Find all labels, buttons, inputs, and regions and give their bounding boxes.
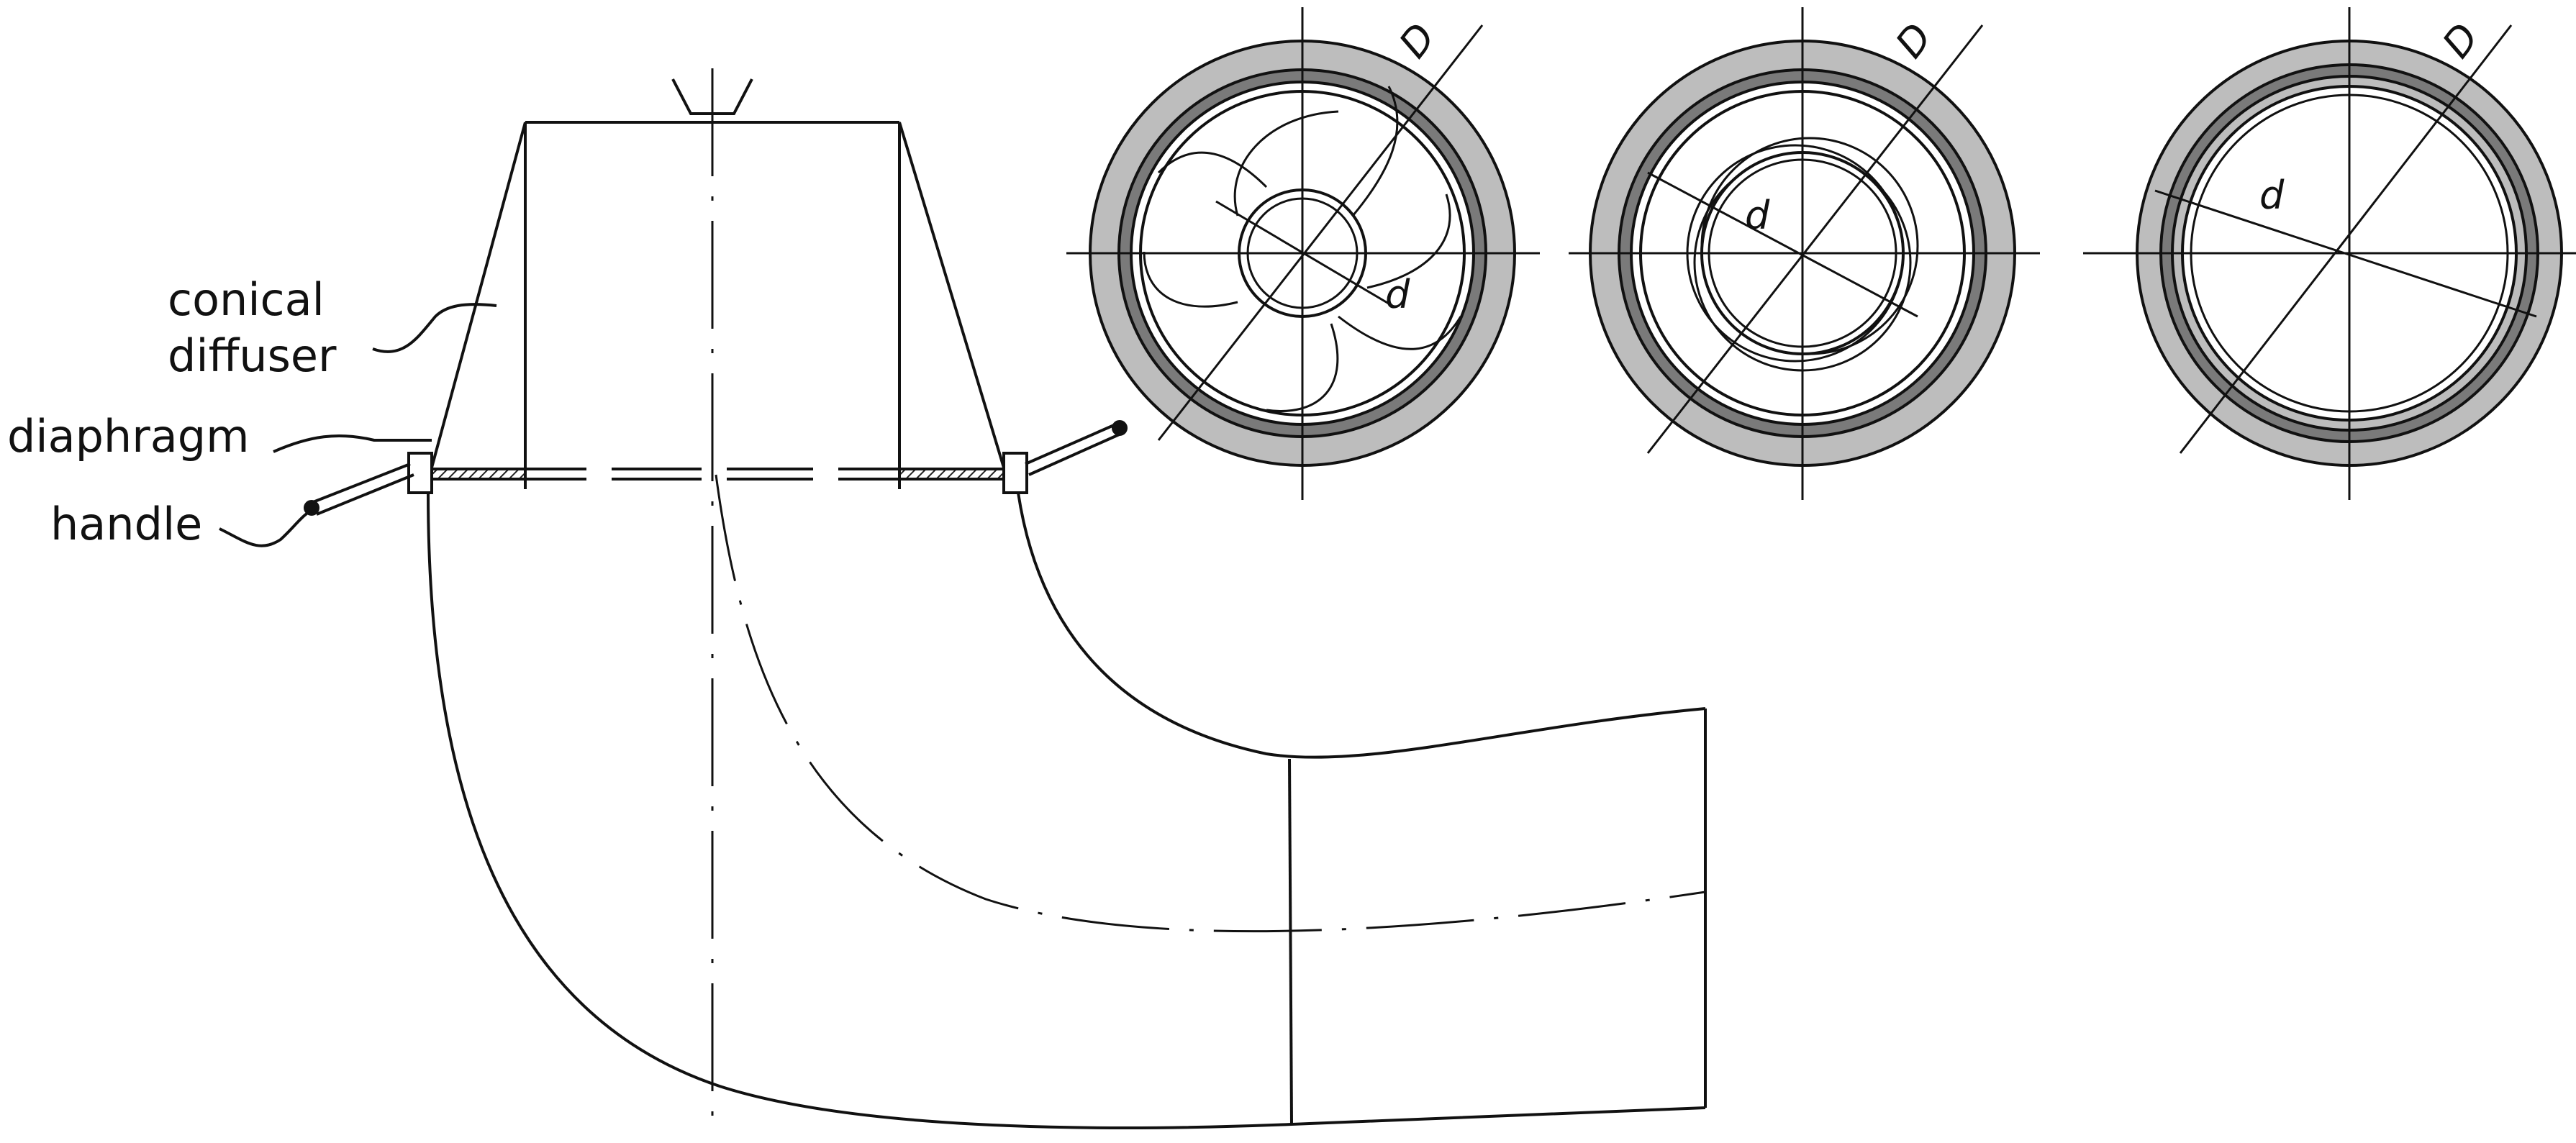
draft-tube-assembly: [219, 68, 1707, 1133]
aperture-3-d: d: [2259, 173, 2285, 218]
aperture-2-d: d: [1745, 193, 1770, 238]
label-handle: handle: [50, 498, 202, 550]
label-diaphragm: diaphragm: [7, 410, 249, 463]
centerlines: [711, 68, 1706, 1133]
diaphragm-plate: [407, 452, 1028, 494]
aperture-1-D: D: [1390, 15, 1444, 67]
aperture-vanes: D d: [1066, 7, 1540, 500]
leader-handle: [219, 506, 317, 547]
leader-diaphragm: [273, 434, 432, 453]
elbow-inner-wall: [1017, 492, 1706, 759]
label-conical: conical: [168, 273, 325, 326]
cone-left-wall: [430, 122, 527, 468]
aperture-concentric: D d: [2083, 7, 2576, 500]
aperture-3-D: D: [2434, 15, 2487, 67]
handle-right: [1025, 420, 1128, 476]
elbow-outer-wall: [427, 492, 1706, 1129]
cone-right-wall: [898, 122, 1005, 468]
aperture-sliding: D d: [1569, 7, 2040, 500]
section-line: [1288, 758, 1293, 1125]
aperture-2-D: D: [1887, 15, 1941, 67]
handle-left: [304, 463, 414, 516]
aperture-1-d: d: [1385, 272, 1410, 317]
leader-conical-diffuser: [372, 303, 497, 353]
label-diffuser: diffuser: [168, 329, 337, 382]
